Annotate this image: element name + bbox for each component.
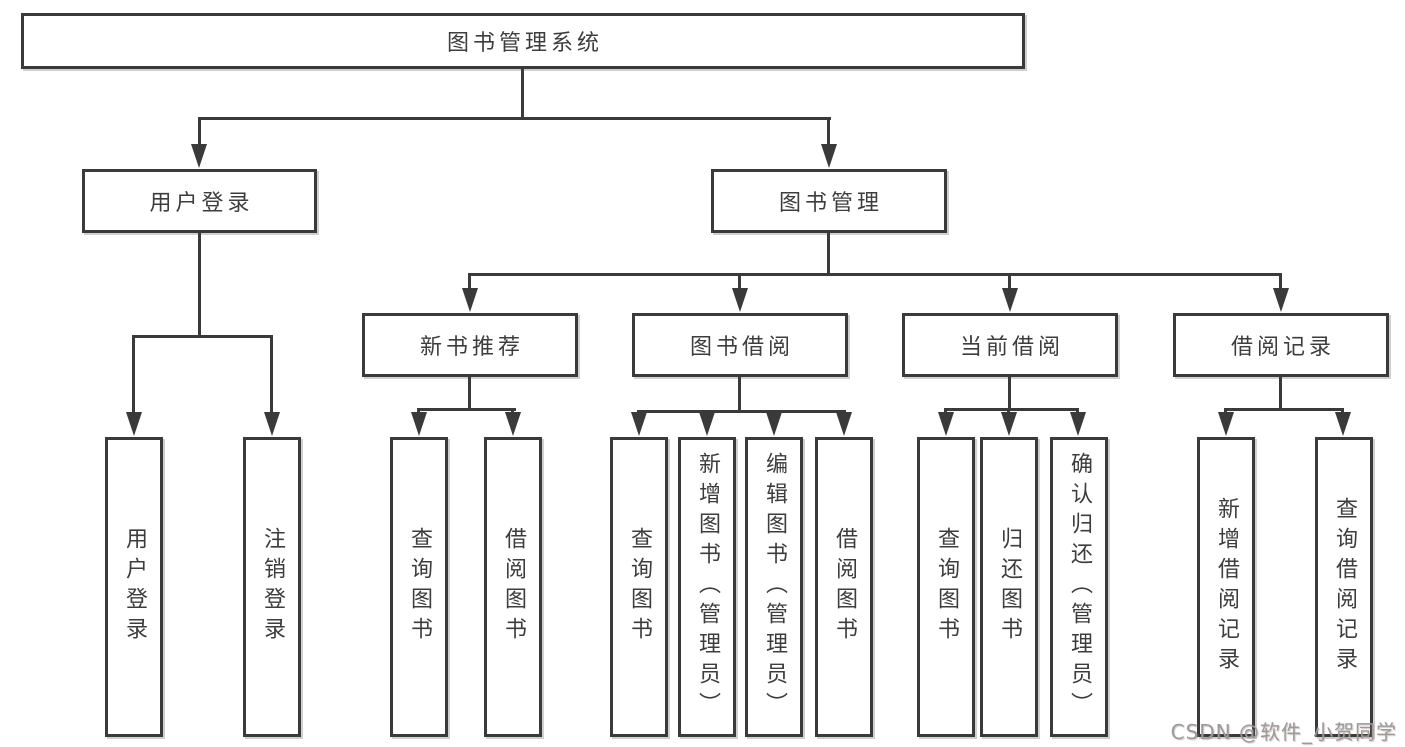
arrowhead-icon [699,412,715,436]
csdn-watermark: CSDN @软件_小贺同学 [1170,720,1397,744]
node-current-borrow: 当前借阅 [902,313,1118,377]
arrowhead-icon [462,288,478,312]
connector-current-borrow-bus [944,408,1079,411]
leaf-edit-books-admin: 编辑图书（管理员） [745,437,803,737]
node-user-login: 用户登录 [82,169,317,233]
connector-drop-user-login [198,117,201,146]
leaf-add-books-admin: 新增图书（管理员） [678,437,736,737]
connector-level2-bus [468,273,1282,276]
arrowhead-icon [1002,288,1018,312]
node-book-borrow: 图书借阅 [632,313,848,377]
connector-drop [1076,408,1079,414]
arrowhead-icon [631,412,647,436]
connector-drop [511,408,514,414]
arrowhead-icon [1335,412,1351,436]
connector-new-book-stem [468,375,471,411]
connector-drop-current-borrow [1008,273,1011,290]
leaf-return-books: 归还图书 [980,437,1038,737]
connector-drop-book-management [827,117,830,146]
arrowhead-icon [126,412,142,436]
connector-user-login-stem [198,231,201,337]
connector-drop [944,408,947,414]
leaf-logout: 注销登录 [243,437,301,737]
arrowhead-icon [1001,412,1017,436]
arrowhead-icon [1218,412,1234,436]
leaf-borrow-books: 借阅图书 [815,437,873,737]
arrowhead-icon [836,412,852,436]
connector-book-management-stem [827,231,830,275]
node-borrow-records: 借阅记录 [1173,313,1389,377]
leaf-user-login: 用户登录 [105,437,163,737]
arrowhead-icon [191,144,207,168]
leaf-query-books-borrow: 查询图书 [610,437,668,737]
connector-drop [1341,408,1344,414]
arrowhead-icon [938,412,954,436]
arrowhead-icon [411,412,427,436]
arrowhead-icon [821,144,837,168]
leaf-query-borrow-record: 查询借阅记录 [1315,437,1373,737]
arrowhead-icon [1273,288,1289,312]
arrowhead-icon [1070,412,1086,436]
leaf-query-books-current: 查询图书 [917,437,975,737]
leaf-add-borrow-record: 新增借阅记录 [1197,437,1255,737]
connector-drop [1224,408,1227,414]
connector-user-login-bus [132,335,273,338]
connector-drop-borrow-records [1279,273,1282,290]
node-book-management: 图书管理 [711,169,947,233]
connector-book-borrow-bus [637,410,846,413]
arrowhead-icon [766,412,782,436]
connector-drop-leaf-user-login [132,335,135,414]
connector-drop-book-borrow [738,273,741,290]
connector-drop-leaf-logout [270,335,273,414]
connector-borrow-records-bus [1224,408,1344,411]
connector-book-borrow-stem [738,375,741,412]
connector-new-book-bus [417,408,516,411]
leaf-query-books-recommend: 查询图书 [390,437,448,737]
connector-current-borrow-stem [1008,375,1011,411]
connector-borrow-records-stem [1279,375,1282,411]
arrowhead-icon [732,288,748,312]
arrowhead-icon [505,412,521,436]
leaf-confirm-return-admin: 确认归还（管理员） [1050,437,1108,737]
node-new-book-recommend: 新书推荐 [362,313,578,377]
connector-drop-new-book [468,273,471,290]
connector-level1-bus [198,117,831,120]
connector-root-stem [521,66,524,119]
leaf-borrow-books-recommend: 借阅图书 [484,437,542,737]
connector-drop [1007,408,1010,414]
connector-drop [417,408,420,414]
node-library-management-system: 图书管理系统 [21,13,1025,69]
arrowhead-icon [264,412,280,436]
